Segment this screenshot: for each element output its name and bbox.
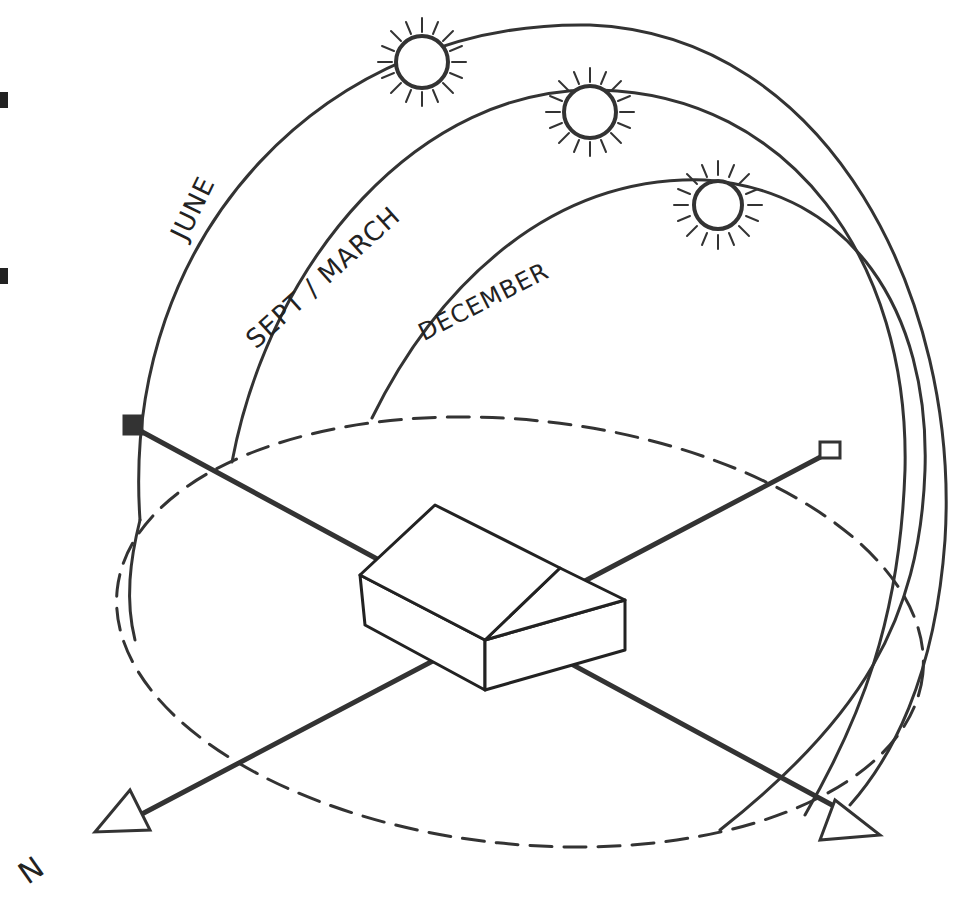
axis-line: [135, 428, 845, 812]
arrow-head: [95, 790, 150, 832]
sun: [546, 68, 634, 156]
edge-mark: [0, 92, 8, 108]
month-label: SEPT / MARCH: [241, 202, 404, 353]
axis-line: [140, 452, 830, 815]
sun: [378, 18, 466, 106]
month-label: DECEMBER: [415, 259, 553, 345]
edge-mark: [0, 268, 8, 284]
arrow-head: [820, 800, 880, 840]
month-label: JUNE: [166, 172, 219, 243]
june-arc: [139, 25, 946, 805]
north-label: N: [13, 851, 49, 889]
equinox-arc: [232, 90, 905, 815]
sun: [674, 161, 762, 249]
arc-tail: [130, 520, 140, 640]
axis-end: [124, 416, 142, 434]
axis-end: [820, 442, 840, 458]
horizon-ellipse: [95, 379, 945, 885]
december-arc: [372, 180, 925, 830]
house: [360, 505, 625, 690]
